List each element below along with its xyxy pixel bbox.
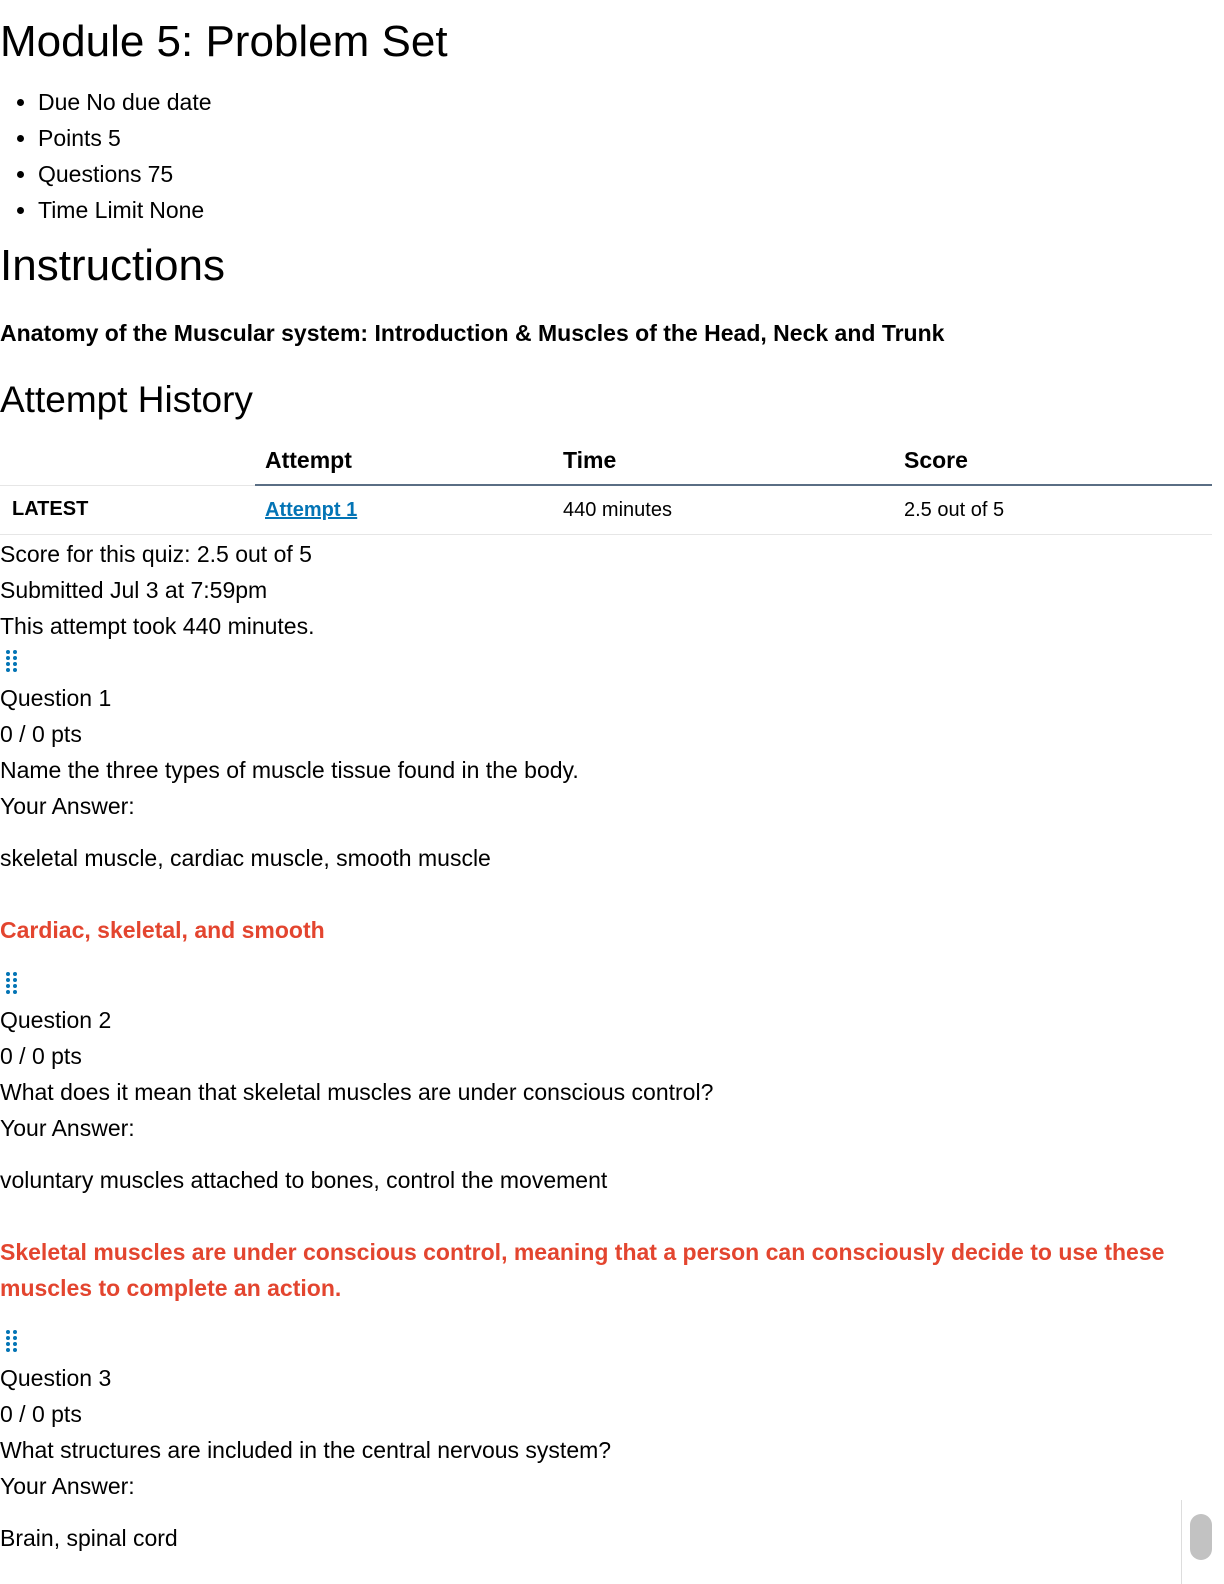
submitted-date: Submitted Jul 3 at 7:59pm [0, 577, 268, 603]
scrollbar-thumb[interactable] [1190, 1514, 1212, 1560]
detail-label: Questions [38, 161, 142, 187]
your-answer-label: Your Answer: [0, 1473, 135, 1499]
page-title: Module 5: Problem Set [0, 17, 448, 66]
question-title: Question 3 [0, 1365, 112, 1391]
attempt-status: LATEST [0, 485, 255, 535]
detail-label: Time Limit [38, 197, 144, 223]
header-attempt: Attempt [255, 436, 553, 486]
detail-value: 5 [107, 125, 121, 151]
your-answer-label: Your Answer: [0, 793, 135, 819]
attempt-time: 440 minutes [553, 485, 894, 535]
question-points: 0 / 0 pts [0, 1401, 82, 1427]
detail-value: 75 [147, 161, 174, 187]
question-2: Question 2 0 / 0 pts What does it mean t… [0, 966, 1212, 1306]
attempt-history-heading: Attempt History [0, 379, 253, 420]
quiz-score: Score for this quiz: 2.5 out of 5 [0, 541, 312, 567]
question-1: Question 1 0 / 0 pts Name the three type… [0, 644, 1212, 948]
question-prompt: What structures are included in the cent… [0, 1437, 612, 1463]
submission-summary: Score for this quiz: 2.5 out of 5 Submit… [0, 536, 1212, 644]
attempt-cell: Attempt 1 [255, 485, 553, 535]
attempt-score: 2.5 out of 5 [894, 485, 1212, 535]
detail-label: Due [38, 89, 81, 115]
question-points: 0 / 0 pts [0, 721, 82, 747]
question-title: Question 1 [0, 685, 112, 711]
correct-answer: Cardiac, skeletal, and smooth [0, 917, 325, 943]
detail-label: Points [38, 125, 102, 151]
your-answer-label: Your Answer: [0, 1115, 135, 1141]
attempt-link[interactable]: Attempt 1 [265, 498, 358, 521]
scrollbar[interactable] [1181, 1500, 1216, 1584]
correct-answer: Skeletal muscles are under conscious con… [0, 1239, 1165, 1301]
question-title: Question 2 [0, 1007, 112, 1033]
table-row: LATEST Attempt 1 440 minutes 2.5 out of … [0, 485, 1212, 535]
attempt-duration: This attempt took 440 minutes. [0, 613, 315, 639]
drag-handle-icon[interactable] [0, 966, 24, 1002]
question-points: 0 / 0 pts [0, 1043, 82, 1069]
student-answer: voluntary muscles attached to bones, con… [0, 1167, 608, 1193]
instructions-text: Anatomy of the Muscular system: Introduc… [0, 320, 945, 346]
question-prompt: What does it mean that skeletal muscles … [0, 1079, 714, 1105]
detail-value: No due date [86, 89, 212, 115]
header-time: Time [553, 436, 894, 486]
detail-value: None [149, 197, 205, 223]
drag-handle-icon[interactable] [0, 644, 24, 680]
attempt-history-table: Attempt Time Score LATEST Attempt 1 440 … [0, 436, 1212, 535]
header-score: Score [894, 436, 1212, 486]
instructions-heading: Instructions [0, 241, 225, 290]
student-answer: Brain, spinal cord [0, 1525, 178, 1551]
question-3: Question 3 0 / 0 pts What structures are… [0, 1324, 1212, 1556]
question-prompt: Name the three types of muscle tissue fo… [0, 757, 579, 783]
table-header-row: Attempt Time Score [0, 436, 1212, 486]
header-blank [0, 436, 255, 486]
drag-handle-icon[interactable] [0, 1324, 24, 1360]
student-answer: skeletal muscle, cardiac muscle, smooth … [0, 845, 491, 871]
